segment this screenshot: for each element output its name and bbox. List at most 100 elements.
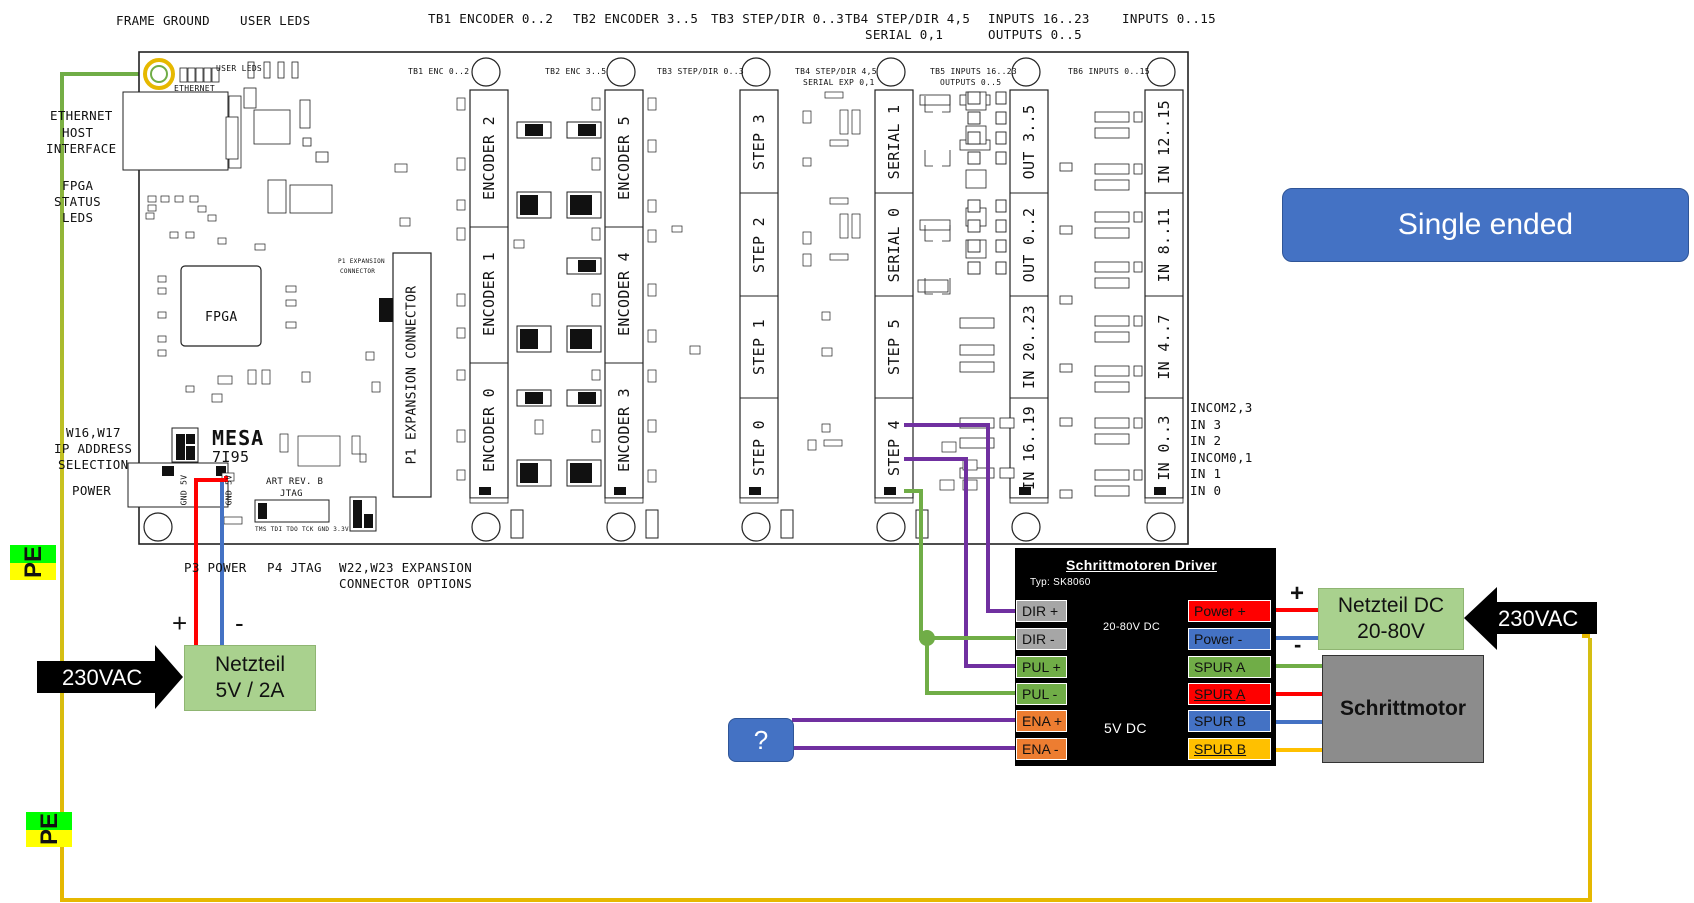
- tb2-small: TB2 ENC 3..5: [545, 67, 607, 76]
- in-0-3-label: IN 0..3: [1155, 415, 1173, 481]
- wire-dir-purple: [904, 423, 1016, 613]
- tb1-label: TB1 ENCODER 0..2: [428, 11, 554, 26]
- tb6-label: INPUTS 0..15: [1122, 11, 1216, 26]
- netzteil-dc-line1: Netzteil DC: [1337, 594, 1445, 617]
- in-4-7-label: IN 4..7: [1155, 314, 1173, 380]
- step-1-label: STEP 1: [750, 319, 768, 375]
- netzteil-dc-box: Netzteil DC 20-80V: [1318, 588, 1464, 650]
- ip-label: IP ADDRESS: [54, 441, 133, 456]
- ethernet-label: ETHERNET: [50, 108, 113, 123]
- netzteil-5v-box: Netzteil 5V / 2A: [184, 645, 316, 711]
- driver-voltage-bottom: 5V DC: [1104, 720, 1147, 736]
- tb1-small: TB1 ENC 0..2: [408, 67, 470, 76]
- mounting-holes: [143, 57, 1176, 542]
- user-led-block: [179, 61, 299, 83]
- tb2-label: TB2 ENCODER 3..5: [573, 11, 699, 26]
- netzteil-5v-plus: +: [172, 608, 188, 638]
- tb4-small: TB4 STEP/DIR 4,5: [795, 67, 877, 76]
- tb4-components: [671, 91, 978, 491]
- pe-badge-top: [10, 545, 56, 580]
- netzteil-dc-line2: 20-80V: [1357, 620, 1425, 643]
- terminal-blocks: [469, 89, 1184, 499]
- mesa-logo: MESA: [212, 426, 265, 450]
- single-ended-box: Single ended: [1282, 188, 1689, 262]
- status-label: STATUS: [54, 194, 101, 209]
- ac-arrow-left: [37, 645, 183, 709]
- power-label: POWER: [72, 483, 112, 498]
- driver-pin-dir-plus: DIR +: [1016, 600, 1067, 622]
- encoder-1-label: ENCODER 1: [480, 252, 498, 336]
- fpga-chip-label: FPGA: [205, 310, 238, 325]
- driver-pin-spur-b-bar: SPUR B: [1188, 738, 1271, 760]
- terminal-pin-markers: [479, 487, 1166, 495]
- tb6-small: TB6 INPUTS 0..15: [1068, 67, 1150, 76]
- tb5-small-2: OUTPUTS 0..5: [940, 78, 1002, 87]
- fpga-label: FPGA: [62, 178, 94, 193]
- tb5-label-2: OUTPUTS 0..5: [988, 27, 1082, 42]
- w22-label-2: CONNECTOR OPTIONS: [339, 576, 473, 591]
- driver-type: Typ: SK8060: [1030, 577, 1091, 588]
- interface-label: INTERFACE: [46, 141, 117, 156]
- incom01-label: INCOM0,1: [1190, 450, 1253, 465]
- p1-small: P1 EXPANSION: [338, 258, 385, 265]
- w16-w17-jumpers: [171, 427, 199, 463]
- host-label: HOST: [62, 125, 94, 140]
- netzteil-5v-line2: 5V / 2A: [215, 679, 285, 702]
- green-junction: [919, 630, 935, 646]
- ethernet-ics: [225, 87, 333, 214]
- p1-expansion-connector: [392, 252, 432, 498]
- frame-ground-label: FRAME GROUND: [116, 13, 210, 28]
- driver-pin-dir-minus: DIR -: [1016, 628, 1067, 650]
- encoder-0-label: ENCODER 0: [480, 388, 498, 472]
- p3-power-label: P3 POWER: [184, 560, 247, 575]
- in0-label: IN 0: [1190, 483, 1222, 498]
- in3-label: IN 3: [1190, 417, 1222, 432]
- tb4-small-2: SERIAL EXP 0,1: [803, 78, 875, 87]
- driver-pin-power-minus: Power -: [1188, 628, 1271, 650]
- tb4-label: TB4 STEP/DIR 4,5: [845, 11, 971, 26]
- terminal-resistors: [456, 97, 657, 483]
- art-rev-label: ART REV. B: [266, 477, 324, 487]
- in-12-15-label: IN 12..15: [1155, 100, 1173, 184]
- p3-power-connector: [127, 462, 229, 508]
- step-0-label: STEP 0: [750, 420, 768, 476]
- w16-label: W16,W17: [66, 425, 121, 440]
- out-3-5-label: OUT 3..5: [1020, 104, 1038, 180]
- netzteil-dc-plus: +: [1290, 580, 1305, 607]
- pe-label-top: PE: [20, 545, 47, 578]
- in-8-11-label: IN 8..11: [1155, 207, 1173, 283]
- in2-label: IN 2: [1190, 433, 1222, 448]
- jtag-small: JTAG: [280, 489, 303, 499]
- gnd5v-b: GND 5V: [224, 474, 234, 506]
- leds-label: LEDS: [62, 210, 94, 225]
- driver-pin-spur-a: SPUR A: [1188, 656, 1271, 678]
- user-leds-label: USER LEDS: [240, 13, 311, 28]
- driver-pin-spur-a-bar: SPUR A: [1188, 683, 1271, 705]
- driver-pin-ena-plus: ENA +: [1016, 710, 1067, 732]
- tb5-small: TB5 INPUTS 16..23: [930, 67, 1017, 76]
- in-16-19-label: IN 16..19: [1020, 406, 1038, 490]
- gnd5v-a: GND 5V: [179, 474, 189, 506]
- jtag-pins: TMS TDI TDO TCK GND 3.3V: [255, 526, 349, 533]
- model-label: 7I95: [212, 448, 250, 466]
- incom23-label: INCOM2,3: [1190, 400, 1253, 415]
- driver-pin-pul-minus: PUL -: [1016, 683, 1067, 705]
- wire-pul-purple: [904, 457, 1016, 668]
- pe-ground-wire: [60, 72, 1592, 902]
- encoder-4-label: ENCODER 4: [615, 252, 633, 336]
- tb3-small: TB3 STEP/DIR 0..3: [657, 67, 744, 76]
- step-3-label: STEP 3: [750, 114, 768, 170]
- p1-expansion-label: P1 EXPANSION CONNECTOR: [404, 285, 420, 465]
- wire-pul-minus-green: [925, 638, 1016, 695]
- tb5-label: INPUTS 16..23: [988, 11, 1090, 26]
- tb4-label-2: SERIAL 0,1: [865, 27, 944, 42]
- jtag-header: [254, 499, 330, 523]
- p4-jtag-label: P4 JTAG: [267, 560, 322, 575]
- driver-voltage-top: 20-80V DC: [1103, 621, 1161, 633]
- user-leds-small: USER LEDS: [216, 64, 263, 73]
- w22-w23-jumpers: [349, 496, 377, 532]
- p1-small-2: CONNECTOR: [340, 268, 376, 275]
- output-relays: [967, 91, 1007, 275]
- wire-5v-red: [194, 476, 228, 645]
